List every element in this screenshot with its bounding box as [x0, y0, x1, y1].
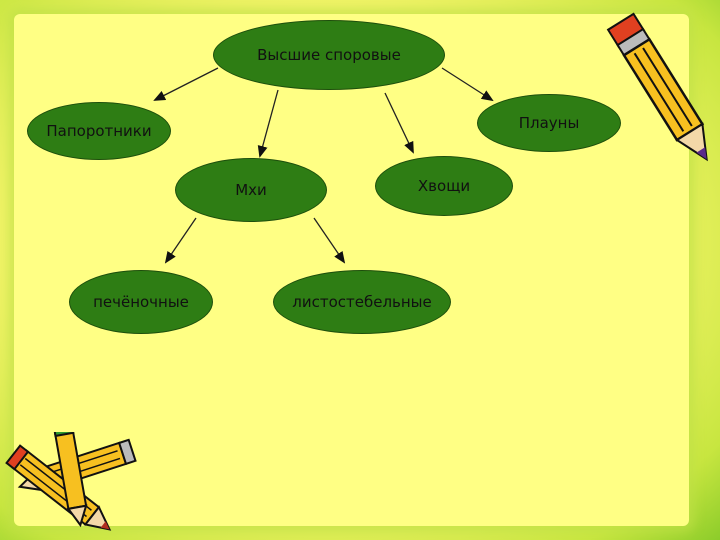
node-ferns-label: Папоротники [46, 122, 152, 140]
node-higher-spore-plants: Высшие споровые [213, 20, 445, 90]
node-lycopods-label: Плауны [518, 114, 580, 132]
arrow-mosses-to-leafy [313, 217, 346, 264]
node-leafy-mosses-label: листостебельные [292, 293, 432, 311]
crossed-pencils-icon [5, 432, 137, 531]
node-root-label: Высшие споровые [257, 46, 401, 64]
node-ferns: Папоротники [27, 102, 171, 160]
arrow-root-to-horsetails [384, 92, 414, 154]
arrow-root-to-mosses [257, 89, 279, 158]
node-lycopods: Плауны [477, 94, 621, 152]
node-horsetails-label: Хвощи [417, 177, 471, 195]
arrow-root-to-lycopods [441, 67, 494, 102]
node-liverworts-label: печёночные [93, 293, 189, 311]
node-leafy-mosses: листостебельные [273, 270, 451, 334]
node-horsetails: Хвощи [375, 156, 513, 216]
arrow-mosses-to-liverworts [164, 217, 197, 264]
node-mosses-label: Мхи [235, 181, 267, 199]
node-mosses: Мхи [175, 158, 327, 222]
pencil-icon [606, 12, 708, 162]
node-liverworts: печёночные [69, 270, 213, 334]
arrow-root-to-ferns [153, 67, 219, 101]
